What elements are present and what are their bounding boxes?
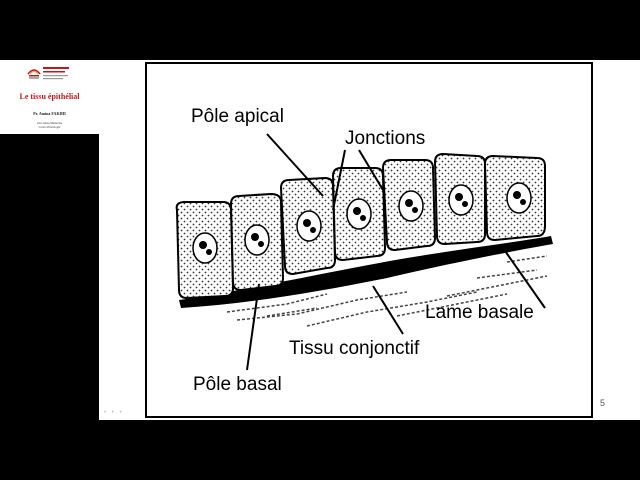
presentation-stage: Le tissu épithélial Pr. Amina FAKIHI 1èr…	[0, 60, 640, 420]
leader-lame-basale	[502, 247, 546, 309]
page-number: 5	[600, 398, 606, 408]
leader-pole-apical	[266, 133, 324, 197]
chromatin	[199, 191, 526, 255]
thumbnail-area[interactable]	[0, 134, 99, 420]
sidebar-subtitle-line: 1ère année Médecine	[36, 121, 63, 125]
epithelium-diagram	[175, 133, 553, 371]
sidebar-author: Pr. Amina FAKIHI	[33, 111, 66, 116]
sidebar-subtitle-line: Cours d'histologie	[38, 125, 61, 129]
connective-tissue	[226, 255, 548, 327]
label-pole-apical: Pôle apical	[191, 106, 284, 127]
label-jonctions: Jonctions	[345, 128, 426, 149]
leader-jonctions-2	[358, 149, 384, 191]
label-pole-basal: Pôle basal	[193, 374, 282, 395]
faculty-logo	[27, 67, 69, 80]
basal-lamina	[179, 236, 553, 308]
slide-canvas: Pôle apical Jonctions Lame basale Tissu …	[145, 62, 593, 418]
sidebar-course-title: Le tissu épithélial	[19, 92, 80, 101]
leader-lines	[246, 133, 546, 371]
leader-tissu-conjonctif	[372, 285, 404, 335]
label-lame-basale: Lame basale	[425, 302, 534, 323]
slide-thumbnail-panel[interactable]: Le tissu épithélial Pr. Amina FAKIHI 1èr…	[0, 60, 99, 420]
slide-controls-hint[interactable]: • • •	[104, 410, 124, 416]
label-tissu-conjonctif: Tissu conjonctif	[289, 338, 420, 359]
leader-pole-basal	[246, 283, 260, 371]
sidebar-subtitle: 1ère année Médecine Cours d'histologie	[0, 121, 99, 129]
leader-jonctions-1	[332, 149, 346, 211]
